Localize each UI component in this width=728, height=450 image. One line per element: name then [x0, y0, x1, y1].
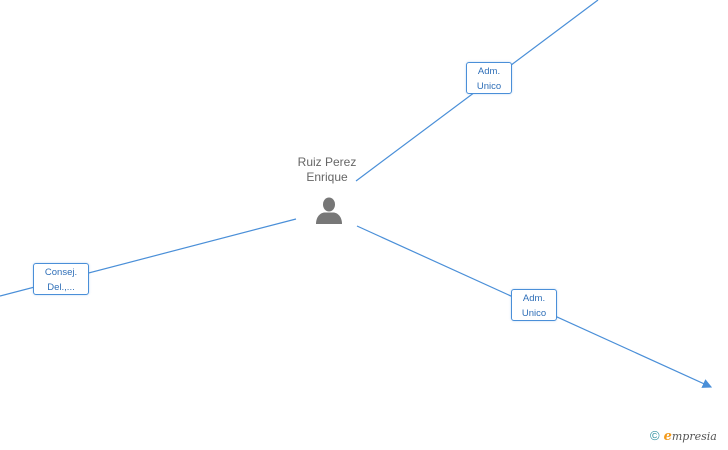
- brand-logo-text: mpresia: [671, 430, 717, 443]
- role-label-line1: Adm.: [477, 66, 501, 77]
- role-box-adm-unico-top[interactable]: Adm. Unico: [466, 62, 512, 94]
- role-label-line1: Adm.: [522, 293, 546, 304]
- role-label-line2: Unico: [476, 81, 502, 92]
- copyright-icon: ©: [650, 428, 660, 443]
- person-name-line2: Enrique: [306, 170, 348, 184]
- person-silhouette-icon[interactable]: [314, 196, 344, 226]
- brand-logo-letter: e: [663, 429, 672, 444]
- person-name[interactable]: Ruiz Perez Enrique: [277, 155, 377, 185]
- role-box-consej-del[interactable]: Consej. Del.,...: [33, 263, 89, 295]
- person-name-line1: Ruiz Perez: [297, 155, 357, 169]
- role-label-line2: Unico: [521, 308, 547, 319]
- role-box-adm-unico-bottom[interactable]: Adm. Unico: [511, 289, 557, 321]
- brand-logo[interactable]: ©empresia: [650, 428, 717, 445]
- role-label-line2: Del.,...: [47, 282, 75, 293]
- role-label-line1: Consej.: [44, 267, 78, 278]
